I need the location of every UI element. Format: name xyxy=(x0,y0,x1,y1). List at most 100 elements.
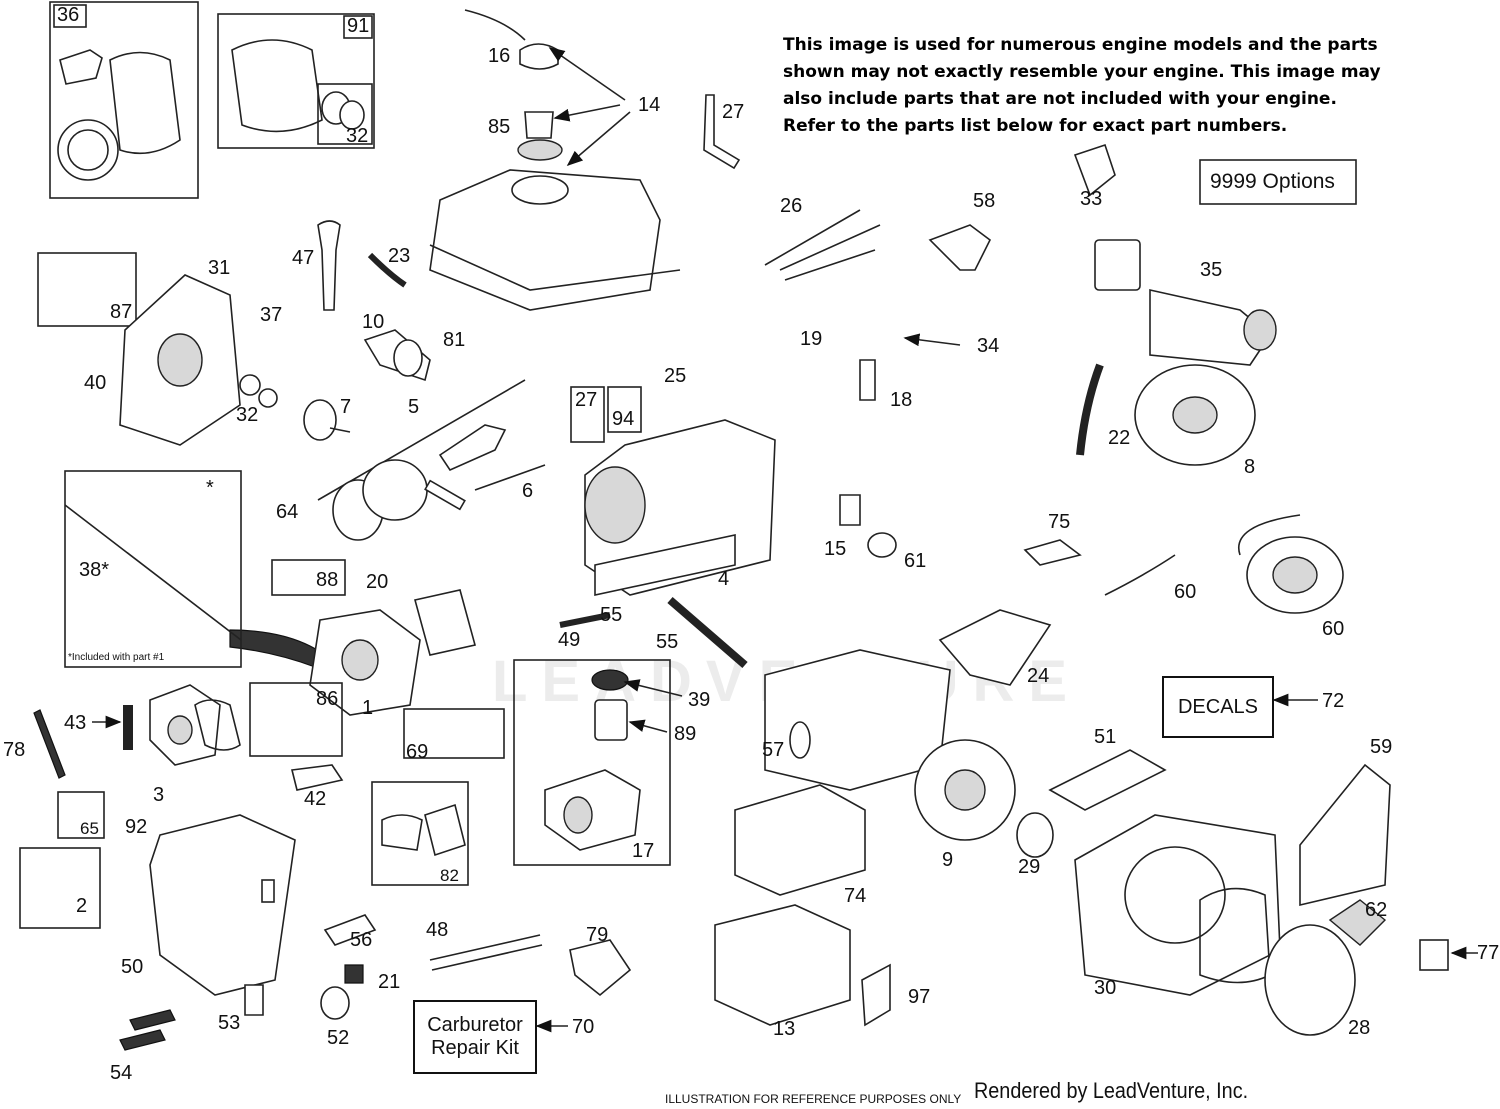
callout-40: 40 xyxy=(84,372,107,394)
callout-16: 16 xyxy=(488,45,511,67)
callout-89: 89 xyxy=(674,723,697,745)
callout-59: 59 xyxy=(1370,736,1393,758)
callout-48: 48 xyxy=(426,919,449,941)
callout-60: 60 xyxy=(1174,581,1197,603)
callout-87: 87 xyxy=(110,301,133,323)
callout-13: 13 xyxy=(773,1018,796,1040)
carb-kit-line: Repair Kit xyxy=(431,1037,519,1059)
carburetor-box xyxy=(513,659,671,866)
callout-39: 39 xyxy=(688,689,711,711)
callout-86: 86 xyxy=(316,688,339,710)
callout-28: 28 xyxy=(1348,1017,1371,1039)
callout-42: 42 xyxy=(304,788,327,810)
electric-starter-icon xyxy=(1094,239,1277,366)
governor-linkage-icon xyxy=(764,143,1116,281)
callout-10: 10 xyxy=(362,311,385,333)
camshaft-gear-icon xyxy=(303,399,351,441)
callout-31: 31 xyxy=(208,257,231,279)
callout-82: 82 xyxy=(440,866,459,885)
callout-57: 57 xyxy=(762,739,785,761)
callout-24: 24 xyxy=(1027,665,1050,687)
callout-star: * xyxy=(206,477,214,499)
recoil-starter-icon xyxy=(1264,899,1387,1036)
callout-72: 72 xyxy=(1322,690,1345,712)
gasket-kit-91-icon xyxy=(217,13,375,149)
cylinder-shroud-icon xyxy=(149,814,296,996)
choke-lever-icon xyxy=(703,94,741,170)
brake-icon xyxy=(1076,363,1104,456)
callout-35: 35 xyxy=(1200,259,1223,281)
crankshaft-icon xyxy=(363,329,431,382)
air-cleaner-cover-icon xyxy=(734,784,866,896)
callout-43: 43 xyxy=(64,712,87,734)
callout-85: 85 xyxy=(488,116,511,138)
callout-18: 18 xyxy=(890,389,913,411)
notice-line: This image is used for numerous engine m… xyxy=(783,35,1378,55)
callout-97: 97 xyxy=(908,986,931,1008)
callout-29: 29 xyxy=(1018,856,1041,878)
fuel-valve-icon xyxy=(839,494,861,526)
callout-27: 27 xyxy=(722,101,745,123)
callout-22: 22 xyxy=(1108,427,1131,449)
callout-69: 69 xyxy=(406,741,429,763)
callout-32: 32 xyxy=(346,125,369,147)
callout-64: 64 xyxy=(276,501,299,523)
fuel-tank-icon xyxy=(429,9,681,311)
callout-60b: 60 xyxy=(1322,618,1345,640)
callout-33: 33 xyxy=(1080,188,1103,210)
callout-62: 62 xyxy=(1365,899,1388,921)
callout-21: 21 xyxy=(378,971,401,993)
callout-20: 20 xyxy=(366,571,389,593)
carburetor-repair-kit-box: Carburetor Repair Kit xyxy=(413,1000,537,1074)
piston-and-rod-icon xyxy=(332,424,507,541)
callout-37: 37 xyxy=(260,304,283,326)
callout-27b: 27 xyxy=(575,389,598,411)
callout-36: 36 xyxy=(57,4,80,26)
rendered-by: Rendered by LeadVenture, Inc. xyxy=(974,1078,1249,1103)
callout-94: 94 xyxy=(612,408,635,430)
notice-line: shown may not exactly resemble your engi… xyxy=(783,62,1381,82)
callout-91: 91 xyxy=(347,15,370,37)
callout-65: 65 xyxy=(80,819,99,838)
intake-manifold-icon xyxy=(149,684,241,766)
deflector-plate-icon xyxy=(1299,763,1391,907)
callout-4: 4 xyxy=(718,568,730,590)
callout-75: 75 xyxy=(1048,511,1071,533)
gasket-kit-36-icon xyxy=(49,1,199,199)
callout-2: 2 xyxy=(76,895,88,917)
callout-14: 14 xyxy=(638,94,661,116)
reference-note: ILLUSTRATION FOR REFERENCE PURPOSES ONLY xyxy=(665,1092,962,1106)
heat-shield-icon xyxy=(938,609,1052,686)
carburetor-icon xyxy=(544,669,641,851)
crankcase-cover-icon xyxy=(37,252,278,446)
options-box xyxy=(1199,159,1357,205)
callout-50: 50 xyxy=(121,956,144,978)
footnote: *Included with part #1 xyxy=(68,652,165,663)
callout-88: 88 xyxy=(316,569,339,591)
wrench-icon xyxy=(33,709,66,779)
callout-8: 8 xyxy=(1244,456,1256,478)
carb-kit-line: Carburetor xyxy=(427,1014,523,1036)
callout-9: 9 xyxy=(942,849,954,871)
callout-17: 17 xyxy=(632,840,655,862)
callout-25: 25 xyxy=(664,365,687,387)
callout-58: 58 xyxy=(973,190,996,212)
callout-30: 30 xyxy=(1094,977,1117,999)
callout-78: 78 xyxy=(3,739,26,761)
callout-49: 49 xyxy=(558,629,581,651)
callout-23: 23 xyxy=(388,245,411,267)
callout-34: 34 xyxy=(977,335,1000,357)
callout-1: 1 xyxy=(362,697,374,719)
callout-15: 15 xyxy=(824,538,847,560)
callout-79: 79 xyxy=(586,924,609,946)
callout-19: 19 xyxy=(800,328,823,350)
callout-55b: 55 xyxy=(656,631,679,653)
callout-74: 74 xyxy=(844,885,867,907)
callout-54: 54 xyxy=(110,1062,133,1084)
callout-26: 26 xyxy=(780,195,803,217)
callout-61: 61 xyxy=(904,550,927,572)
notice-line: also include parts that are not included… xyxy=(783,89,1337,109)
charging-coil-icon xyxy=(1238,514,1344,614)
